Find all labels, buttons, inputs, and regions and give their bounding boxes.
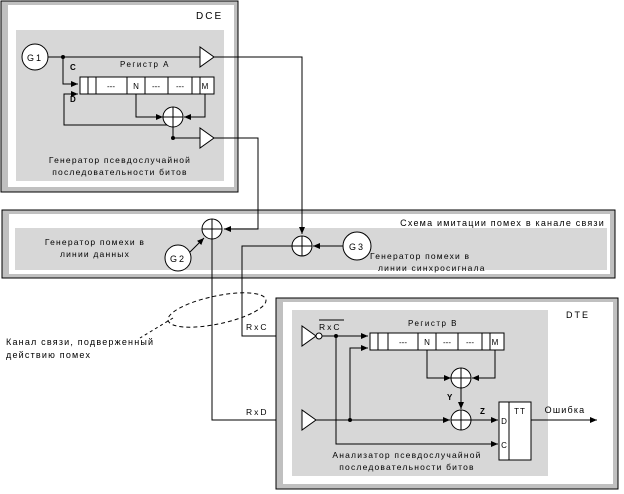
y-label: Y xyxy=(447,393,453,402)
tt-d-label: D xyxy=(501,417,507,426)
data-noise-caption-1: Генератор помехи в xyxy=(45,237,145,247)
register-a: --- N --- --- M xyxy=(79,76,215,95)
rxc-inv-label: RxC xyxy=(319,322,342,332)
data-noise-caption-2: линии данных xyxy=(60,249,130,259)
xor-sync xyxy=(291,235,313,257)
g1-label: G1 xyxy=(27,53,43,63)
register-b-cell-1: --- xyxy=(399,338,407,347)
dce-title: DCE xyxy=(196,11,223,22)
tt-label: TT xyxy=(514,407,526,416)
channel-noise-block: Схема имитации помех в канале связи G2 G… xyxy=(1,209,616,279)
register-a-label: Регистр A xyxy=(120,60,170,69)
link-caption-1: Канал связи, подверженный xyxy=(6,337,154,347)
register-b-label: Регистр B xyxy=(408,319,458,328)
register-a-cell-3: --- xyxy=(152,82,160,91)
g2-generator xyxy=(164,244,192,272)
rxd-buffer xyxy=(301,409,317,431)
dte-title: DTE xyxy=(566,310,590,320)
register-b-cell-n: N xyxy=(424,338,430,347)
rxc-buffer xyxy=(301,325,317,347)
rxc-label: RxC xyxy=(246,322,269,332)
register-b: --- N --- --- M xyxy=(369,332,505,351)
register-b-cell-m: M xyxy=(492,338,499,347)
g3-label: G3 xyxy=(349,242,365,252)
dce-block: DCE G1 C D Регистр A --- N --- --- M xyxy=(0,0,239,193)
channel-title: Схема имитации помех в канале связи xyxy=(400,218,605,228)
rxd-label: RxD xyxy=(246,407,269,417)
xor-data xyxy=(201,218,223,240)
data-buffer xyxy=(199,127,215,149)
xor-b-compare xyxy=(450,409,472,431)
dte-caption-1: Анализатор псевдослучайной xyxy=(332,450,481,460)
register-a-cell-m: M xyxy=(202,82,209,91)
xor-a xyxy=(162,106,184,128)
tt-c-label: C xyxy=(501,441,507,450)
clock-buffer xyxy=(199,46,215,68)
g2-label: G2 xyxy=(170,254,186,264)
register-a-cell-n: N xyxy=(133,82,139,91)
tt-flipflop: TT D C xyxy=(498,401,532,461)
dce-input-d: D xyxy=(70,95,76,104)
link-caption-2: действию помех xyxy=(6,350,91,360)
z-label: Z xyxy=(480,407,485,416)
register-a-cell-4: --- xyxy=(176,82,184,91)
error-output-label: Ошибка xyxy=(545,405,586,415)
dte-block: DTE RxC Регистр B --- N --- xyxy=(275,297,619,490)
register-b-cell-3: --- xyxy=(443,338,451,347)
dce-caption-1: Генератор псевдослучайной xyxy=(49,155,191,165)
dce-caption-2: последовательности битов xyxy=(52,167,188,177)
dte-caption-2: последовательности битов xyxy=(339,462,475,472)
register-b-cell-4: --- xyxy=(466,338,474,347)
dce-input-c: C xyxy=(70,63,76,72)
channel-ellipse xyxy=(167,292,267,328)
register-a-cell-1: --- xyxy=(107,82,115,91)
sync-noise-caption-2: линии синхросигнала xyxy=(378,263,486,273)
xor-b-feedback xyxy=(450,367,472,389)
sync-noise-caption-1: Генератор помехи в xyxy=(370,251,470,261)
